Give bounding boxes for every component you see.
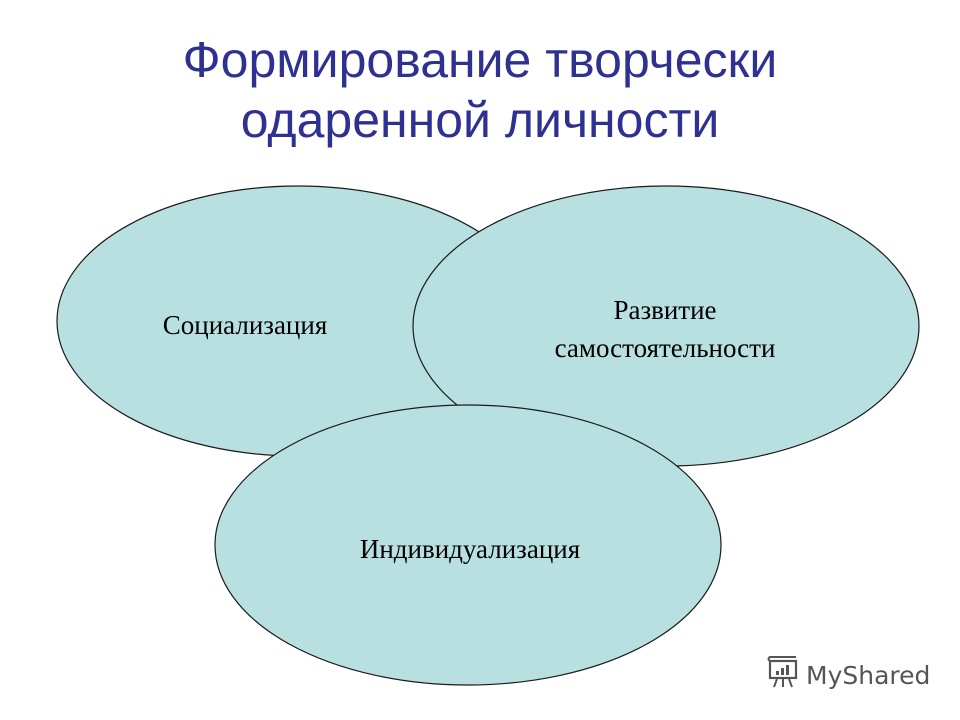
node-label-socialization: Социализация bbox=[130, 306, 360, 344]
label-text: Индивидуализация bbox=[359, 534, 581, 564]
myshared-watermark: MyShared bbox=[766, 655, 930, 695]
title-line-2: одаренной личности bbox=[240, 92, 720, 148]
label-text-line-2: самостоятельности bbox=[554, 333, 776, 363]
slide-title: Формирование творчески одаренной личност… bbox=[0, 30, 960, 150]
label-text: Социализация bbox=[162, 310, 328, 340]
title-line-1: Формирование творчески bbox=[182, 32, 778, 88]
label-text-line-1: Развитие bbox=[613, 295, 717, 325]
presentation-board-icon bbox=[766, 655, 800, 695]
ellipse-individualization bbox=[214, 404, 722, 686]
node-label-independence: Развитие самостоятельности bbox=[515, 291, 815, 367]
watermark-text: MyShared bbox=[806, 660, 931, 690]
node-label-individualization: Индивидуализация bbox=[320, 530, 620, 568]
